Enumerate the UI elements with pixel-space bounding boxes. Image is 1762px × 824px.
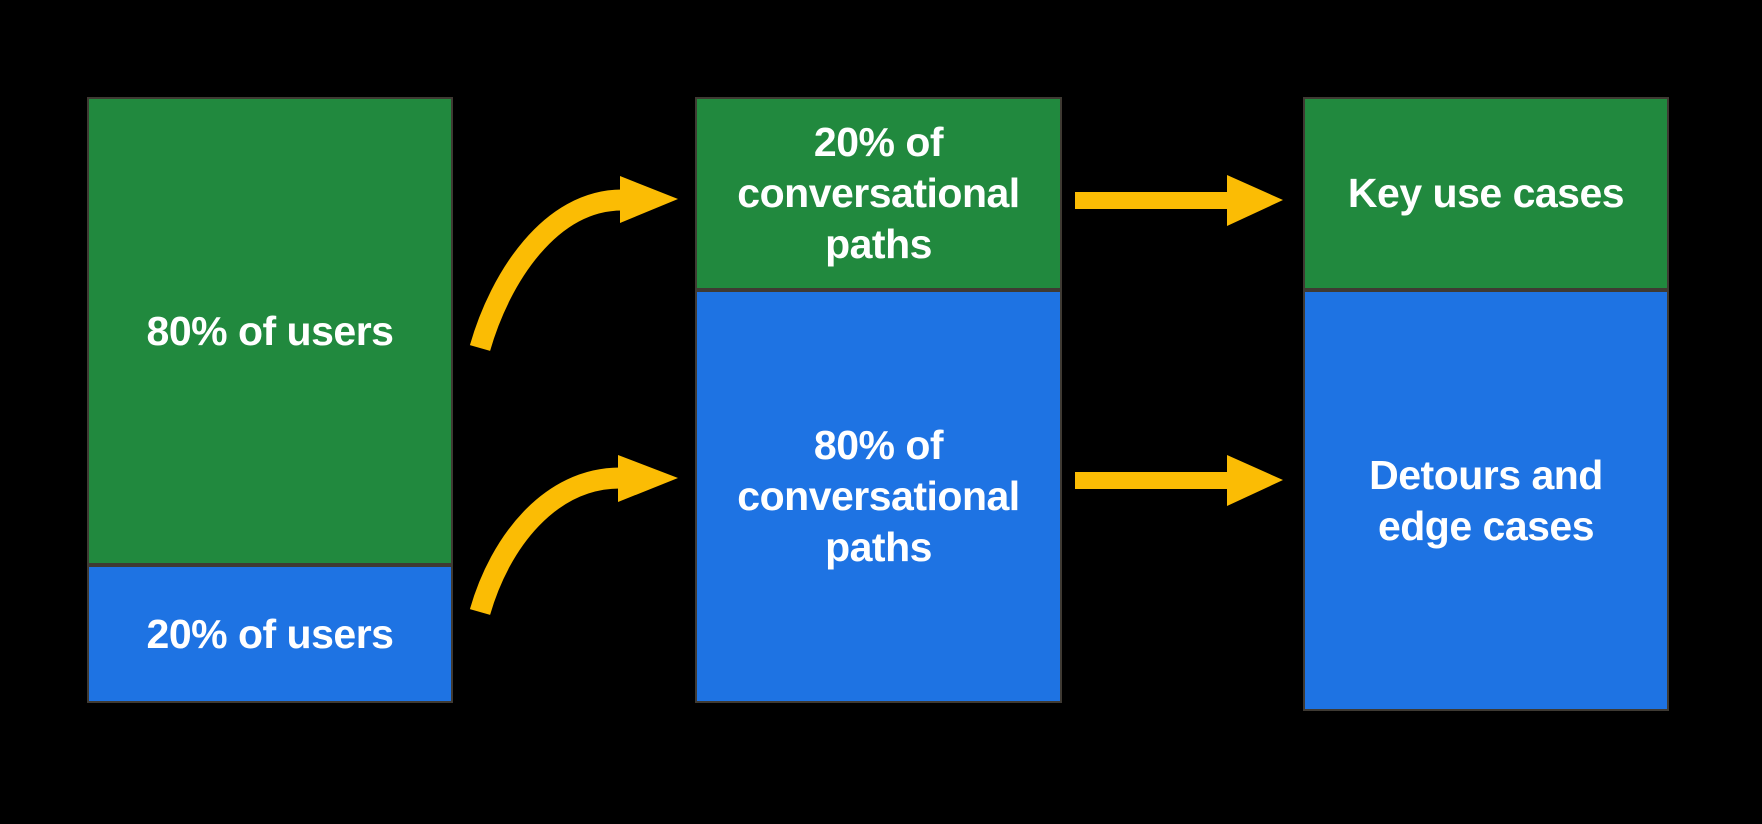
segment-label-line: 20% of xyxy=(813,119,944,165)
segment-users-20: 20% of users xyxy=(87,565,453,703)
conversational-paths-column: 20% of conversational paths 80% of conve… xyxy=(695,97,1062,703)
segment-label-line: paths xyxy=(825,221,932,267)
segment-label-line: conversational xyxy=(737,170,1020,216)
users-column: 80% of users 20% of users xyxy=(87,97,453,703)
segment-paths-80: 80% of conversational paths xyxy=(695,290,1062,703)
straight-arrow-paths80-to-detours-icon xyxy=(1075,455,1283,506)
segment-paths-20: 20% of conversational paths xyxy=(695,97,1062,290)
curved-arrow-users80-to-paths20-icon xyxy=(469,176,678,351)
segment-label-line: Detours and xyxy=(1369,451,1603,498)
segment-label-line: edge cases xyxy=(1377,502,1595,549)
segment-detours-edge-cases: Detours and edge cases xyxy=(1303,290,1669,711)
segment-users-80: 80% of users xyxy=(87,97,453,565)
segment-label: Key use cases xyxy=(1347,170,1625,216)
segment-key-use-cases: Key use cases xyxy=(1303,97,1669,290)
segment-label-line: 80% of xyxy=(813,422,944,468)
straight-arrow-paths20-to-key-use-cases-icon xyxy=(1075,175,1283,226)
curved-arrow-users20-to-paths80-icon xyxy=(469,455,678,615)
outcomes-column: Key use cases Detours and edge cases xyxy=(1303,97,1669,711)
segment-label-line: paths xyxy=(825,524,932,570)
segment-label: 20% of users xyxy=(146,610,394,657)
segment-label: 80% of users xyxy=(146,307,394,354)
segment-label-line: conversational xyxy=(737,473,1020,519)
